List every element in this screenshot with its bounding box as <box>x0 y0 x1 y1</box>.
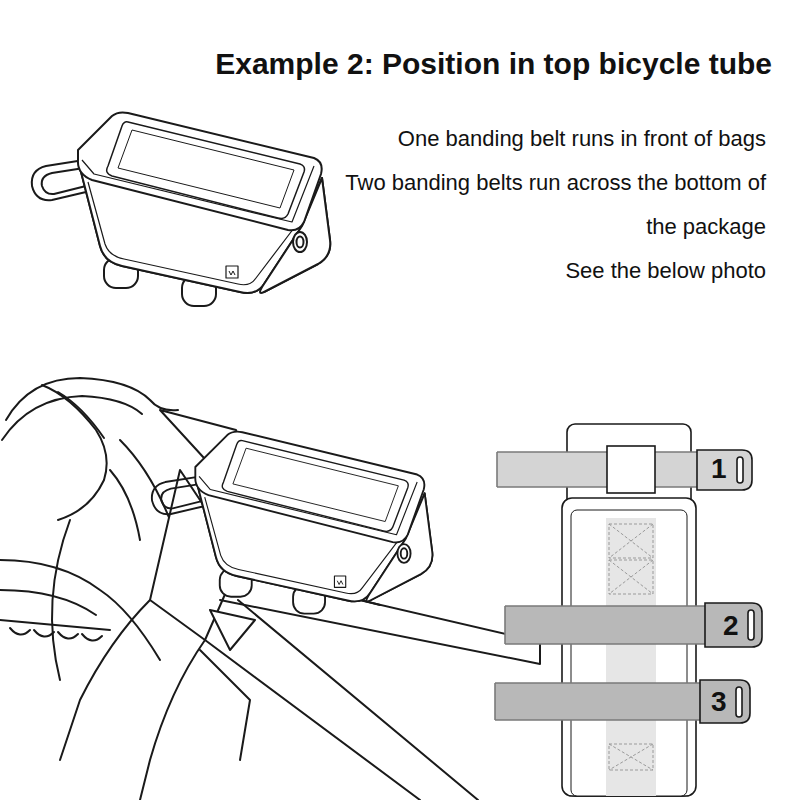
bag-illustration <box>32 112 330 306</box>
instruction-text: One banding belt runs in front of bags <box>326 117 766 161</box>
instruction-text: Two banding belts run across the bottom … <box>326 161 766 249</box>
strap-diagram <box>495 424 762 796</box>
callout-number: 2 <box>723 609 739 643</box>
callout-number: 1 <box>711 452 727 486</box>
bicycle-drawing <box>0 378 540 800</box>
page-title: Example 2: Position in top bicycle tube <box>215 46 772 82</box>
instruction-text: See the below photo <box>326 249 766 293</box>
callout-number: 3 <box>711 685 727 719</box>
mounted-bag <box>152 432 433 614</box>
